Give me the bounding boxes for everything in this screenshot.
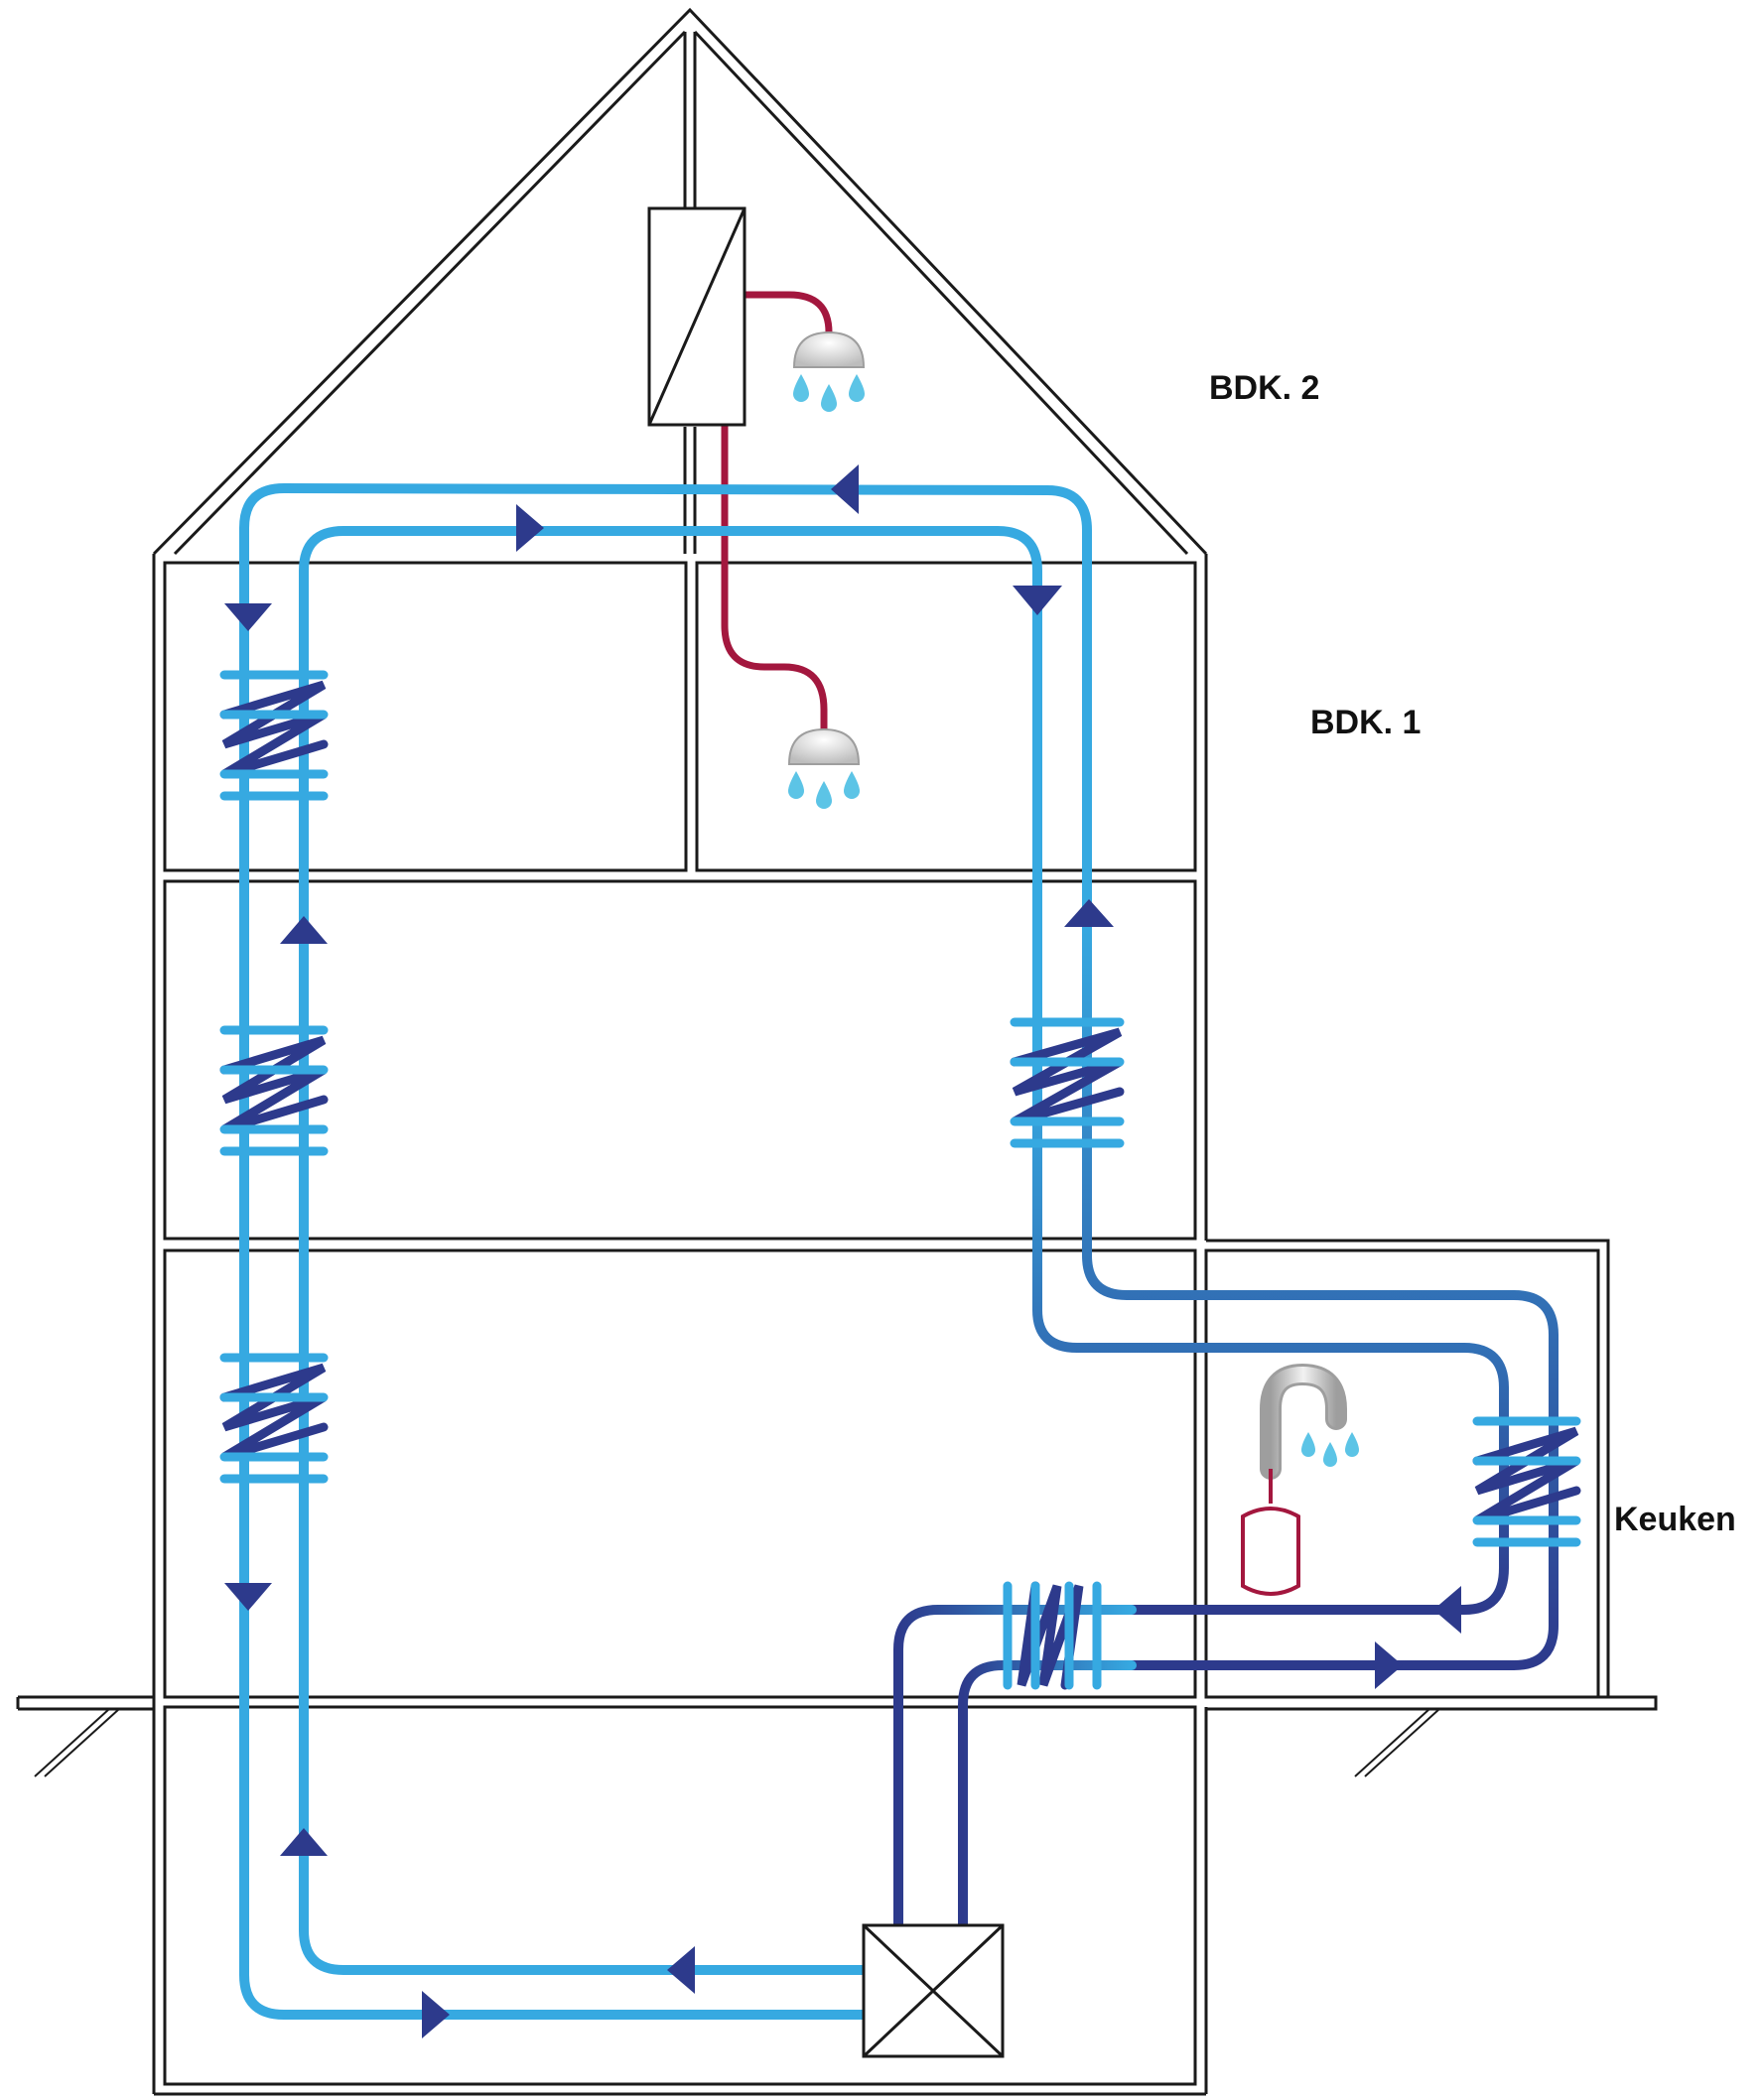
faucet-icon [1260,1363,1359,1480]
flow-arrow-icon [224,603,272,631]
heating-coil-icon [219,670,329,801]
room-basement [163,1705,1197,2086]
heating-coil-icon [1472,1416,1581,1547]
flow-arrow-icon [516,504,544,552]
room-bdk1-right [695,561,1197,872]
roof-inner-line-right [693,30,1189,556]
room-bdk1-left [163,561,688,872]
hot-water-line-riser [721,421,828,733]
room-first-floor [163,879,1197,1241]
ground-hatch [34,1708,110,1777]
heating-coil-icon [1003,1581,1102,1690]
heating-coils [219,670,1581,1690]
duct-left-outer-down [239,610,869,2020]
flow-arrows [224,464,1461,2038]
roof-inner-line [173,30,687,556]
boiler-icon [1241,1507,1300,1596]
heat-exchanger-icon [647,206,746,427]
water-drop-icon [1301,1432,1359,1467]
flow-arrow-icon [1433,1586,1461,1634]
flow-arrow-icon [667,1946,695,1994]
flow-arrow-icon [422,1991,450,2038]
ground-hatch [1354,1708,1430,1777]
kitchen-annex-outer [1206,1239,1610,1697]
hot-water-line-attic [741,291,833,336]
flow-arrow-icon [1064,899,1114,927]
water-drop-icon [793,374,865,412]
duct-left-inner-down [299,933,869,1975]
duct-kitchen-upper [893,1605,1137,1930]
label-first-floor: BDK. 1 [1310,704,1422,741]
flow-arrow-icon [280,916,328,944]
duct-right-inner-riser [1032,1067,1509,1615]
heating-coil-icon [219,1353,329,1484]
ground-hatch [1364,1708,1440,1777]
shower-head-icon [792,330,866,412]
flow-arrow-icon [280,1828,328,1856]
duct-kitchen-lower [958,1660,1137,1930]
heating-coil-icon [219,1025,329,1156]
flow-arrow-icon [831,464,859,514]
duct-left-outer [239,483,1092,923]
shower-head-icon [787,727,861,809]
house-structure [16,7,1658,2096]
ventilation-ducts [239,483,1559,2020]
flow-arrow-icon [1375,1641,1403,1689]
hot-water-lines [721,291,833,733]
water-drop-icon [788,771,860,809]
flow-arrow-icon [224,1583,272,1611]
ventilation-unit-icon [862,1923,1005,2058]
roof-outline [152,7,1208,556]
label-kitchen: Keuken [1614,1501,1736,1538]
duct-left-inner [299,526,1042,1077]
ground-line [16,1695,1658,1711]
heating-coil-icon [1010,1017,1125,1148]
room-ground-floor [163,1248,1197,1699]
duct-right-outer-riser [1082,913,1559,1670]
label-attic-floor: BDK. 2 [1209,369,1320,407]
ground-hatch [44,1708,120,1777]
flow-arrow-icon [1013,586,1062,615]
